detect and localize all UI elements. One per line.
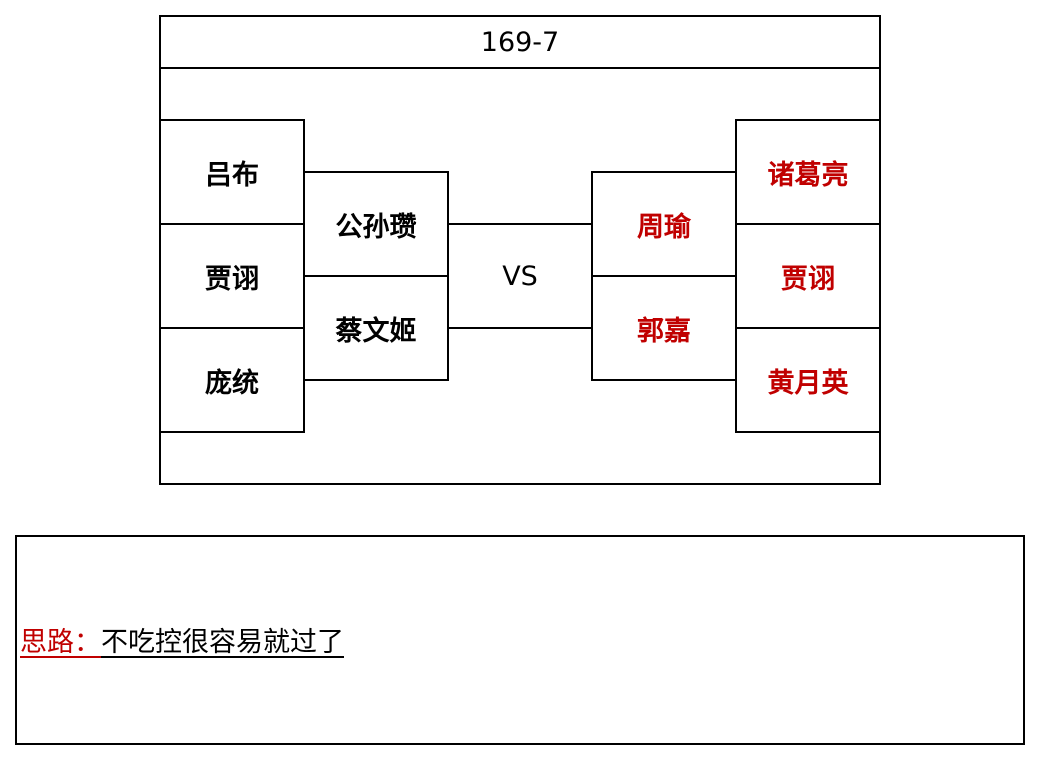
- connector-line-top: [447, 223, 593, 225]
- strategy-label: 思路：: [20, 627, 101, 658]
- left-outer-hero-2: 贾诩: [159, 223, 305, 329]
- right-outer-hero-3: 黄月英: [735, 327, 881, 433]
- left-inner-hero-2: 蔡文姬: [303, 275, 449, 381]
- strategy-note: 思路：不吃控很容易就过了: [20, 620, 344, 659]
- right-inner-hero-2: 郭嘉: [591, 275, 737, 381]
- left-inner-hero-1: 公孙瓒: [303, 171, 449, 277]
- left-outer-hero-1: 吕布: [159, 119, 305, 225]
- title-divider: [159, 67, 881, 69]
- left-outer-hero-3: 庞统: [159, 327, 305, 433]
- right-inner-hero-1: 周瑜: [591, 171, 737, 277]
- right-outer-hero-2: 贾诩: [735, 223, 881, 329]
- connector-line-bottom: [447, 327, 593, 329]
- matchup-title: 169-7: [480, 26, 560, 58]
- strategy-box: [15, 535, 1025, 745]
- right-outer-hero-1: 诸葛亮: [735, 119, 881, 225]
- vs-label: VS: [502, 260, 538, 292]
- strategy-text: 不吃控很容易就过了: [101, 627, 344, 658]
